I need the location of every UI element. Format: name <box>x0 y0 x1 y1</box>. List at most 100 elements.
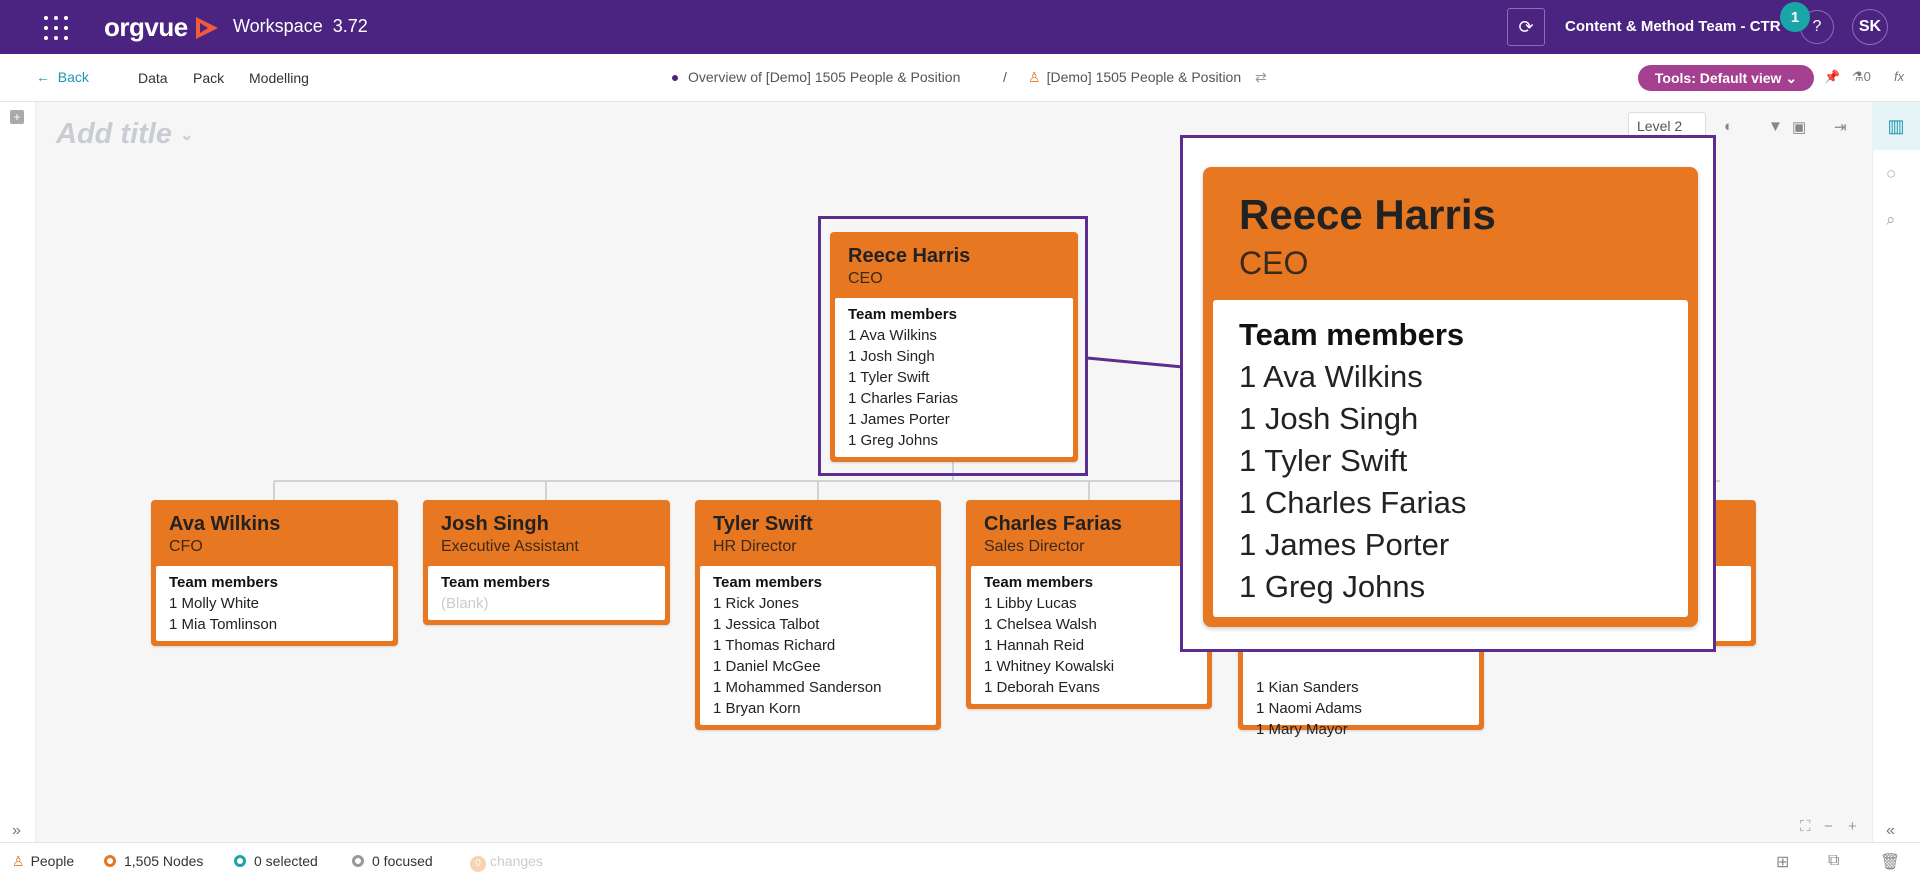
workspace-version: 3.72 <box>332 16 368 36</box>
chevron-down-icon: ⌄ <box>1785 69 1798 86</box>
card-member: 1 James Porter <box>848 411 950 428</box>
arrow-left-icon: ← <box>36 69 50 85</box>
tools-view-button[interactable]: Tools: Default view ⌄ <box>1638 65 1814 91</box>
card-member: 1 Rick Jones <box>713 595 799 612</box>
status-selected[interactable]: 0 selected <box>234 853 318 869</box>
swap-icon[interactable]: ⇄ <box>1255 69 1267 85</box>
zoom-out-icon[interactable]: − <box>1824 818 1833 835</box>
card-member: 1 Libby Lucas <box>984 595 1077 612</box>
add-title-input[interactable]: Add title⌄ <box>56 118 193 151</box>
card-members-header: Team members <box>848 306 957 323</box>
card-member: 1 Daniel McGee <box>713 658 821 675</box>
card-member: 1 Mary Mayor <box>1256 721 1348 738</box>
search-icon[interactable]: ⌕ <box>1886 210 1896 229</box>
card-role: Executive Assistant <box>441 538 579 555</box>
workspace-name: Workspace <box>233 16 323 36</box>
status-focused[interactable]: 0 focused <box>352 853 433 869</box>
menu-modelling[interactable]: Modelling <box>249 70 309 86</box>
chart-panel-icon[interactable]: ▥ <box>1872 102 1920 150</box>
card-member: 1 Jessica Talbot <box>713 616 820 633</box>
user-avatar[interactable]: SK <box>1852 9 1888 45</box>
card-name: Ava Wilkins <box>169 513 281 535</box>
breadcrumb-dataset[interactable]: ♙[Demo] 1505 People & Position ⇄ <box>1028 69 1267 86</box>
zoom-member: 1 James Porter <box>1239 527 1450 562</box>
team-selector[interactable]: Content & Method Team - CTR <box>1565 18 1781 35</box>
zoom-member: 1 Charles Farias <box>1239 485 1467 520</box>
org-card-tyler-swift[interactable]: Tyler Swift HR Director Team members 1 R… <box>695 500 941 730</box>
zoom-card-body: Team members 1 Ava Wilkins 1 Josh Singh … <box>1213 300 1688 617</box>
zoom-in-icon[interactable]: + <box>1848 818 1857 835</box>
nav-bar: ← Back Data Pack Modelling Overview of [… <box>0 54 1920 102</box>
org-card-ava-wilkins[interactable]: Ava Wilkins CFO Team members 1 Molly Whi… <box>151 500 398 646</box>
card-name: Reece Harris <box>848 245 971 267</box>
card-members-header: Team members <box>713 574 822 591</box>
add-panel-icon[interactable]: + <box>10 110 24 124</box>
pin-icon[interactable]: 📌 <box>1824 69 1841 84</box>
focused-icon <box>352 855 364 867</box>
duplicate-icon[interactable]: ⧉ <box>1828 852 1840 869</box>
card-member: 1 Mia Tomlinson <box>169 616 278 633</box>
card-member: 1 Greg Johns <box>848 432 939 449</box>
card-body: Team members (Blank) <box>428 566 665 620</box>
back-label: Back <box>57 69 89 85</box>
flask-counter[interactable]: ⚗0 <box>1852 69 1871 85</box>
status-nodes[interactable]: 1,505 Nodes <box>104 853 203 869</box>
card-role: CFO <box>169 538 203 555</box>
menu-pack[interactable]: Pack <box>193 70 225 86</box>
selection-highlight <box>818 216 1088 476</box>
org-card-josh-singh[interactable]: Josh Singh Executive Assistant Team memb… <box>423 500 670 625</box>
refresh-icon: ⟳ <box>1518 16 1534 37</box>
tools-view-label: Tools: Default view <box>1654 70 1782 86</box>
card-blank-value: (Blank) <box>441 595 489 612</box>
nodes-icon <box>104 855 116 867</box>
trash-icon[interactable]: 🗑 <box>1880 854 1901 871</box>
status-changes-label: changes <box>490 853 543 869</box>
expand-left-icon[interactable]: » <box>12 822 21 839</box>
expand-right-icon[interactable]: « <box>1886 822 1895 839</box>
apps-grid-icon[interactable] <box>44 16 68 40</box>
zoom-member: 1 Greg Johns <box>1239 569 1426 604</box>
breadcrumb-overview-label: Overview of [Demo] 1505 People & Positio… <box>688 69 961 85</box>
add-node-icon[interactable]: ⊞ <box>1776 854 1790 871</box>
breadcrumb-separator: / <box>1003 69 1007 85</box>
notification-badge[interactable]: 1 <box>1780 2 1810 32</box>
status-bar: ♙People 1,505 Nodes 0 selected 0 focused… <box>0 842 1920 878</box>
layers-icon[interactable]: ▣ <box>1792 119 1807 136</box>
card-role: CEO <box>848 270 883 287</box>
zoom-card-name: Reece Harris <box>1239 191 1496 238</box>
fit-screen-icon[interactable]: ⛶ <box>1800 818 1811 835</box>
card-member: 1 Naomi Adams <box>1256 700 1362 717</box>
card-member: 1 Whitney Kowalski <box>984 658 1115 675</box>
refresh-button[interactable]: ⟳ <box>1507 8 1545 46</box>
org-card-charles-farias[interactable]: Charles Farias Sales Director Team membe… <box>966 500 1212 709</box>
zoom-callout-card: Reece Harris CEO Team members 1 Ava Wilk… <box>1203 167 1698 627</box>
export-icon[interactable]: ⇥ <box>1834 119 1847 136</box>
circle-icon[interactable]: ○ <box>1886 164 1897 183</box>
card-members-header: Team members <box>984 574 1093 591</box>
status-focused-label: 0 focused <box>372 853 433 869</box>
person-icon: ♙ <box>1028 69 1041 85</box>
flask-count: 0 <box>1863 69 1871 84</box>
level-select-value: Level 2 <box>1637 118 1683 134</box>
status-entity[interactable]: ♙People <box>12 853 74 870</box>
card-name: Charles Farias <box>984 513 1122 535</box>
back-button[interactable]: ← Back <box>36 69 89 85</box>
card-member: 1 Deborah Evans <box>984 679 1100 696</box>
formula-button[interactable]: fx <box>1894 69 1905 84</box>
zoom-card-role: CEO <box>1239 245 1309 281</box>
logo-mark-icon <box>196 17 218 39</box>
card-members-header: Team members <box>169 574 278 591</box>
menu-data[interactable]: Data <box>138 70 168 86</box>
card-member: 1 Kian Sanders <box>1256 679 1359 696</box>
zoom-member: 1 Josh Singh <box>1239 401 1419 436</box>
zoom-member: 1 Tyler Swift <box>1239 443 1408 478</box>
card-name: Josh Singh <box>441 513 549 535</box>
app-logo[interactable]: orgvue <box>104 12 188 42</box>
breadcrumb-overview[interactable]: Overview of [Demo] 1505 People & Positio… <box>672 69 960 85</box>
org-card-root[interactable]: Reece Harris CEO Team members 1 Ava Wilk… <box>830 232 1078 462</box>
add-title-placeholder: Add title <box>56 118 172 150</box>
filter-icon[interactable]: ▼ <box>1768 118 1783 135</box>
palette-icon[interactable]: ◐ <box>1724 118 1734 135</box>
card-role: Sales Director <box>984 538 1085 555</box>
